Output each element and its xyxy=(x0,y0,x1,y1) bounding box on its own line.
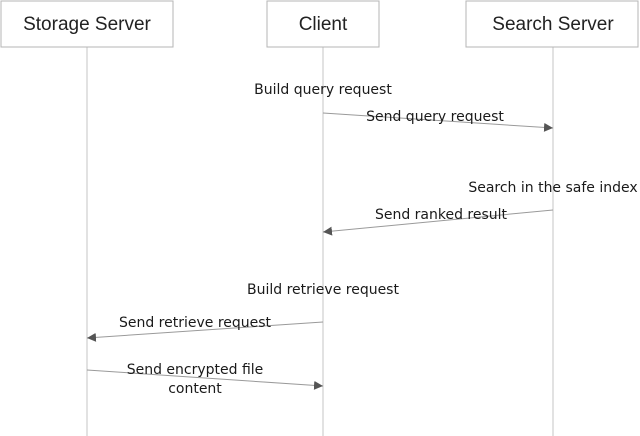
arrow-send-encrypted xyxy=(86,369,324,390)
label-send-query: Send query request xyxy=(366,109,504,125)
participant-label-storage-server: Storage Server xyxy=(23,14,151,35)
label-send-retrieve: Send retrieve request xyxy=(119,315,272,331)
participant-box-storage-server xyxy=(0,0,174,48)
participant-box-client xyxy=(266,0,380,48)
label-send-ranked: Send ranked result xyxy=(375,207,508,223)
label-send-encrypted-line-1: Send encrypted file xyxy=(127,362,264,378)
participant-box-search-server xyxy=(465,0,639,48)
participant-storage-server: Storage Server xyxy=(0,0,174,48)
arrow-send-ranked xyxy=(322,209,554,236)
participant-label-search-server: Search Server xyxy=(492,14,614,35)
note-build-query: Build query request xyxy=(254,82,392,98)
note-search-index: Search in the safe index xyxy=(468,180,637,196)
label-send-encrypted-line-2: content xyxy=(168,381,222,397)
arrow-send-query xyxy=(322,112,554,132)
participant-label-client: Client xyxy=(299,14,348,35)
arrow-send-retrieve xyxy=(86,321,324,342)
participant-search-server: Search Server xyxy=(465,0,639,48)
note-build-retrieve: Build retrieve request xyxy=(247,282,399,298)
participant-client: Client xyxy=(266,0,380,48)
